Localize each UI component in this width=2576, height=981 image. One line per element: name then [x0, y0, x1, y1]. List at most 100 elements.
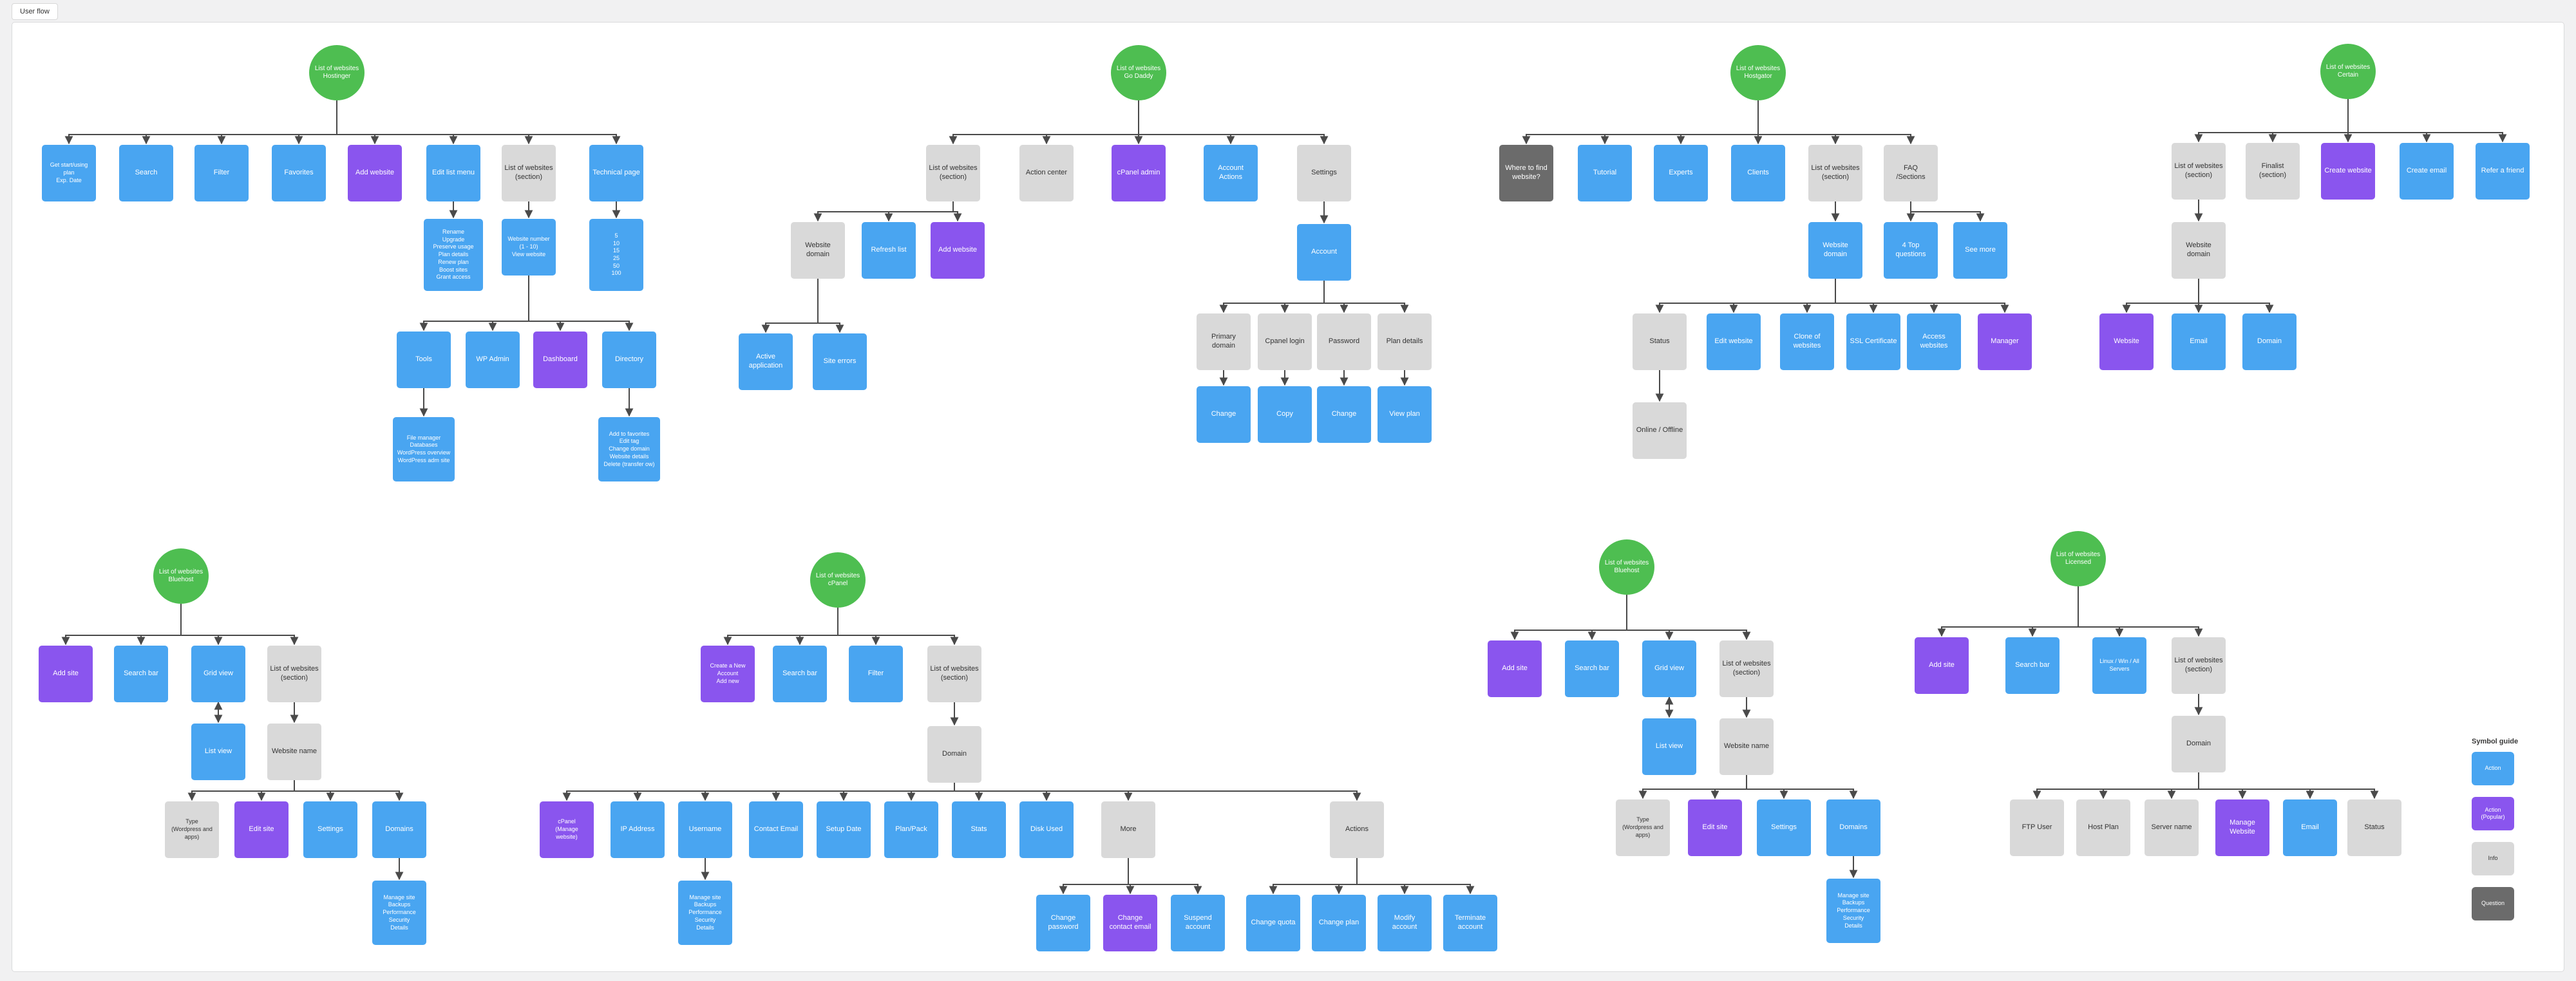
node-t3-list[interactable]: List of websites (section)	[1808, 145, 1862, 201]
node-t3-more[interactable]: See more	[1953, 222, 2007, 279]
node-t3-edit[interactable]: Edit website	[1707, 313, 1761, 370]
node-t7-search[interactable]: Search bar	[1565, 640, 1619, 697]
node-t8-ftp[interactable]: FTP User	[2010, 799, 2064, 856]
node-t7-set[interactable]: Settings	[1757, 799, 1811, 856]
node-t4-refer[interactable]: Refer a friend	[2476, 143, 2530, 200]
node-t1-dir-items[interactable]: Add to favorites Edit tag Change domain …	[598, 417, 660, 481]
node-t4-list[interactable]: List of websites (section)	[2172, 143, 2226, 200]
node-t6-domain[interactable]: Domain	[927, 726, 981, 783]
node-t6-stats[interactable]: Stats	[952, 801, 1006, 858]
node-t3-exp[interactable]: Experts	[1654, 145, 1708, 201]
node-t2-list[interactable]: List of websites (section)	[926, 145, 980, 201]
node-t3-online[interactable]: Online / Offline	[1633, 402, 1687, 459]
node-t1-fav[interactable]: Favorites	[272, 145, 326, 201]
node-t1-filter[interactable]: Filter	[194, 145, 249, 201]
node-t2-change2[interactable]: Change	[1317, 386, 1371, 443]
node-t7-root[interactable]: List of websites Bluehost	[1599, 539, 1654, 595]
node-t4-dom[interactable]: Domain	[2242, 313, 2297, 370]
node-t1-add[interactable]: Add website	[348, 145, 402, 201]
node-t5-list[interactable]: List of websites (section)	[267, 646, 321, 702]
node-t8-add[interactable]: Add site	[1915, 637, 1969, 694]
node-t6-quota[interactable]: Change quota	[1246, 895, 1300, 951]
node-t4-email[interactable]: Create email	[2400, 143, 2454, 200]
node-t5-grid[interactable]: Grid view	[191, 646, 245, 702]
node-t2-accactions[interactable]: Account Actions	[1204, 145, 1258, 201]
user-flow-tab[interactable]: User flow	[12, 3, 58, 20]
node-t8-domain[interactable]: Domain	[2172, 716, 2226, 772]
node-t6-term[interactable]: Terminate account	[1443, 895, 1497, 951]
node-t5-domains[interactable]: Domains	[372, 801, 426, 858]
node-t6-cp[interactable]: cPanel (Manage website)	[540, 801, 594, 858]
node-t2-refresh[interactable]: Refresh list	[862, 222, 916, 279]
node-t1-dir[interactable]: Directory	[602, 332, 656, 388]
node-t4-root[interactable]: List of websites Certain	[2320, 44, 2376, 99]
node-t7-listview[interactable]: List view	[1642, 718, 1696, 775]
node-t6-chpass[interactable]: Change password	[1036, 895, 1090, 951]
node-t6-plan[interactable]: Plan/Pack	[884, 801, 938, 858]
node-t3-access[interactable]: Access websites	[1907, 313, 1961, 370]
node-t2-copy[interactable]: Copy	[1258, 386, 1312, 443]
node-t6-actions[interactable]: Actions	[1330, 801, 1384, 858]
node-t3-cli[interactable]: Clients	[1731, 145, 1785, 201]
node-t8-host[interactable]: Host Plan	[2076, 799, 2130, 856]
node-t3-faq[interactable]: FAQ /Sections	[1884, 145, 1938, 201]
node-t6-chplan[interactable]: Change plan	[1312, 895, 1366, 951]
node-t6-modify[interactable]: Modify account	[1378, 895, 1432, 951]
node-t2-viewplan[interactable]: View plan	[1378, 386, 1432, 443]
node-t5-set[interactable]: Settings	[303, 801, 357, 858]
node-t5-type[interactable]: Type (Wordpress and apps)	[165, 801, 219, 858]
node-t7-list[interactable]: List of websites (section)	[1719, 640, 1774, 697]
node-t2-domain[interactable]: Website domain	[791, 222, 845, 279]
node-t7-type[interactable]: Type (Wordpress and apps)	[1616, 799, 1670, 856]
node-t2-account[interactable]: Account	[1297, 224, 1351, 281]
node-t8-root[interactable]: List of websites Licensed	[2050, 531, 2106, 586]
node-t1-root[interactable]: List of websites Hostinger	[309, 45, 365, 100]
node-t5-manage[interactable]: Manage site Backups Performance Security…	[372, 881, 426, 945]
node-t7-domains[interactable]: Domains	[1826, 799, 1880, 856]
node-t2-action-center[interactable]: Action center	[1019, 145, 1074, 201]
node-t3-status[interactable]: Status	[1633, 313, 1687, 370]
node-t1-editmenu[interactable]: Edit list menu	[426, 145, 480, 201]
node-t2-change1[interactable]: Change	[1197, 386, 1251, 443]
node-t6-user-items[interactable]: Manage site Backups Performance Security…	[678, 881, 732, 945]
node-t6-user[interactable]: Username	[678, 801, 732, 858]
node-t6-search[interactable]: Search bar	[773, 646, 827, 702]
node-t6-disk[interactable]: Disk Used	[1019, 801, 1074, 858]
node-t3-domain[interactable]: Website domain	[1808, 222, 1862, 279]
node-t7-name[interactable]: Website name	[1719, 718, 1774, 775]
node-t5-search[interactable]: Search bar	[114, 646, 168, 702]
node-t6-create[interactable]: Create a New Account Add new	[701, 646, 755, 702]
node-t7-manage[interactable]: Manage site Backups Performance Security…	[1826, 879, 1880, 943]
node-t1-list[interactable]: List of websites (section)	[502, 145, 556, 201]
node-t6-filter[interactable]: Filter	[849, 646, 903, 702]
node-t1-editmenu-items[interactable]: Rename Upgrade Preserve usage Plan detai…	[424, 219, 483, 291]
node-t4-create[interactable]: Create website	[2321, 143, 2375, 200]
node-t5-root[interactable]: List of websites Bluehost	[153, 548, 209, 604]
node-t2-addweb[interactable]: Add website	[931, 222, 985, 279]
node-t2-pass[interactable]: Password	[1317, 313, 1371, 370]
node-t4-web[interactable]: Website	[2099, 313, 2154, 370]
node-t1-tech[interactable]: Technical page	[589, 145, 643, 201]
node-t2-settings[interactable]: Settings	[1297, 145, 1351, 201]
node-t6-list[interactable]: List of websites (section)	[927, 646, 981, 702]
node-t5-listview[interactable]: List view	[191, 724, 245, 780]
node-t6-ip[interactable]: IP Address	[611, 801, 665, 858]
node-t6-morebox[interactable]: More	[1101, 801, 1155, 858]
node-t6-chcontact[interactable]: Change contact email	[1103, 895, 1157, 951]
node-t2-root[interactable]: List of websites Go Daddy	[1111, 45, 1166, 100]
node-t1-search[interactable]: Search	[119, 145, 173, 201]
node-t6-cemail[interactable]: Contact Email	[749, 801, 803, 858]
node-t8-status[interactable]: Status	[2347, 799, 2401, 856]
node-t3-top4[interactable]: 4 Top questions	[1884, 222, 1938, 279]
node-t4-em[interactable]: Email	[2172, 313, 2226, 370]
node-t2-primary[interactable]: Primary domain	[1197, 313, 1251, 370]
node-t8-linux[interactable]: Linux / Win / All Servers	[2092, 637, 2146, 694]
node-t7-grid[interactable]: Grid view	[1642, 640, 1696, 697]
node-t8-server[interactable]: Server name	[2145, 799, 2199, 856]
node-t2-cpanel[interactable]: cPanel admin	[1112, 145, 1166, 201]
node-t3-clone[interactable]: Clone of websites	[1780, 313, 1834, 370]
node-t2-plandet[interactable]: Plan details	[1378, 313, 1432, 370]
node-t8-list[interactable]: List of websites (section)	[2172, 637, 2226, 694]
node-t5-name[interactable]: Website name	[267, 724, 321, 780]
node-t1-nums[interactable]: 5 10 15 25 50 100	[589, 219, 643, 291]
